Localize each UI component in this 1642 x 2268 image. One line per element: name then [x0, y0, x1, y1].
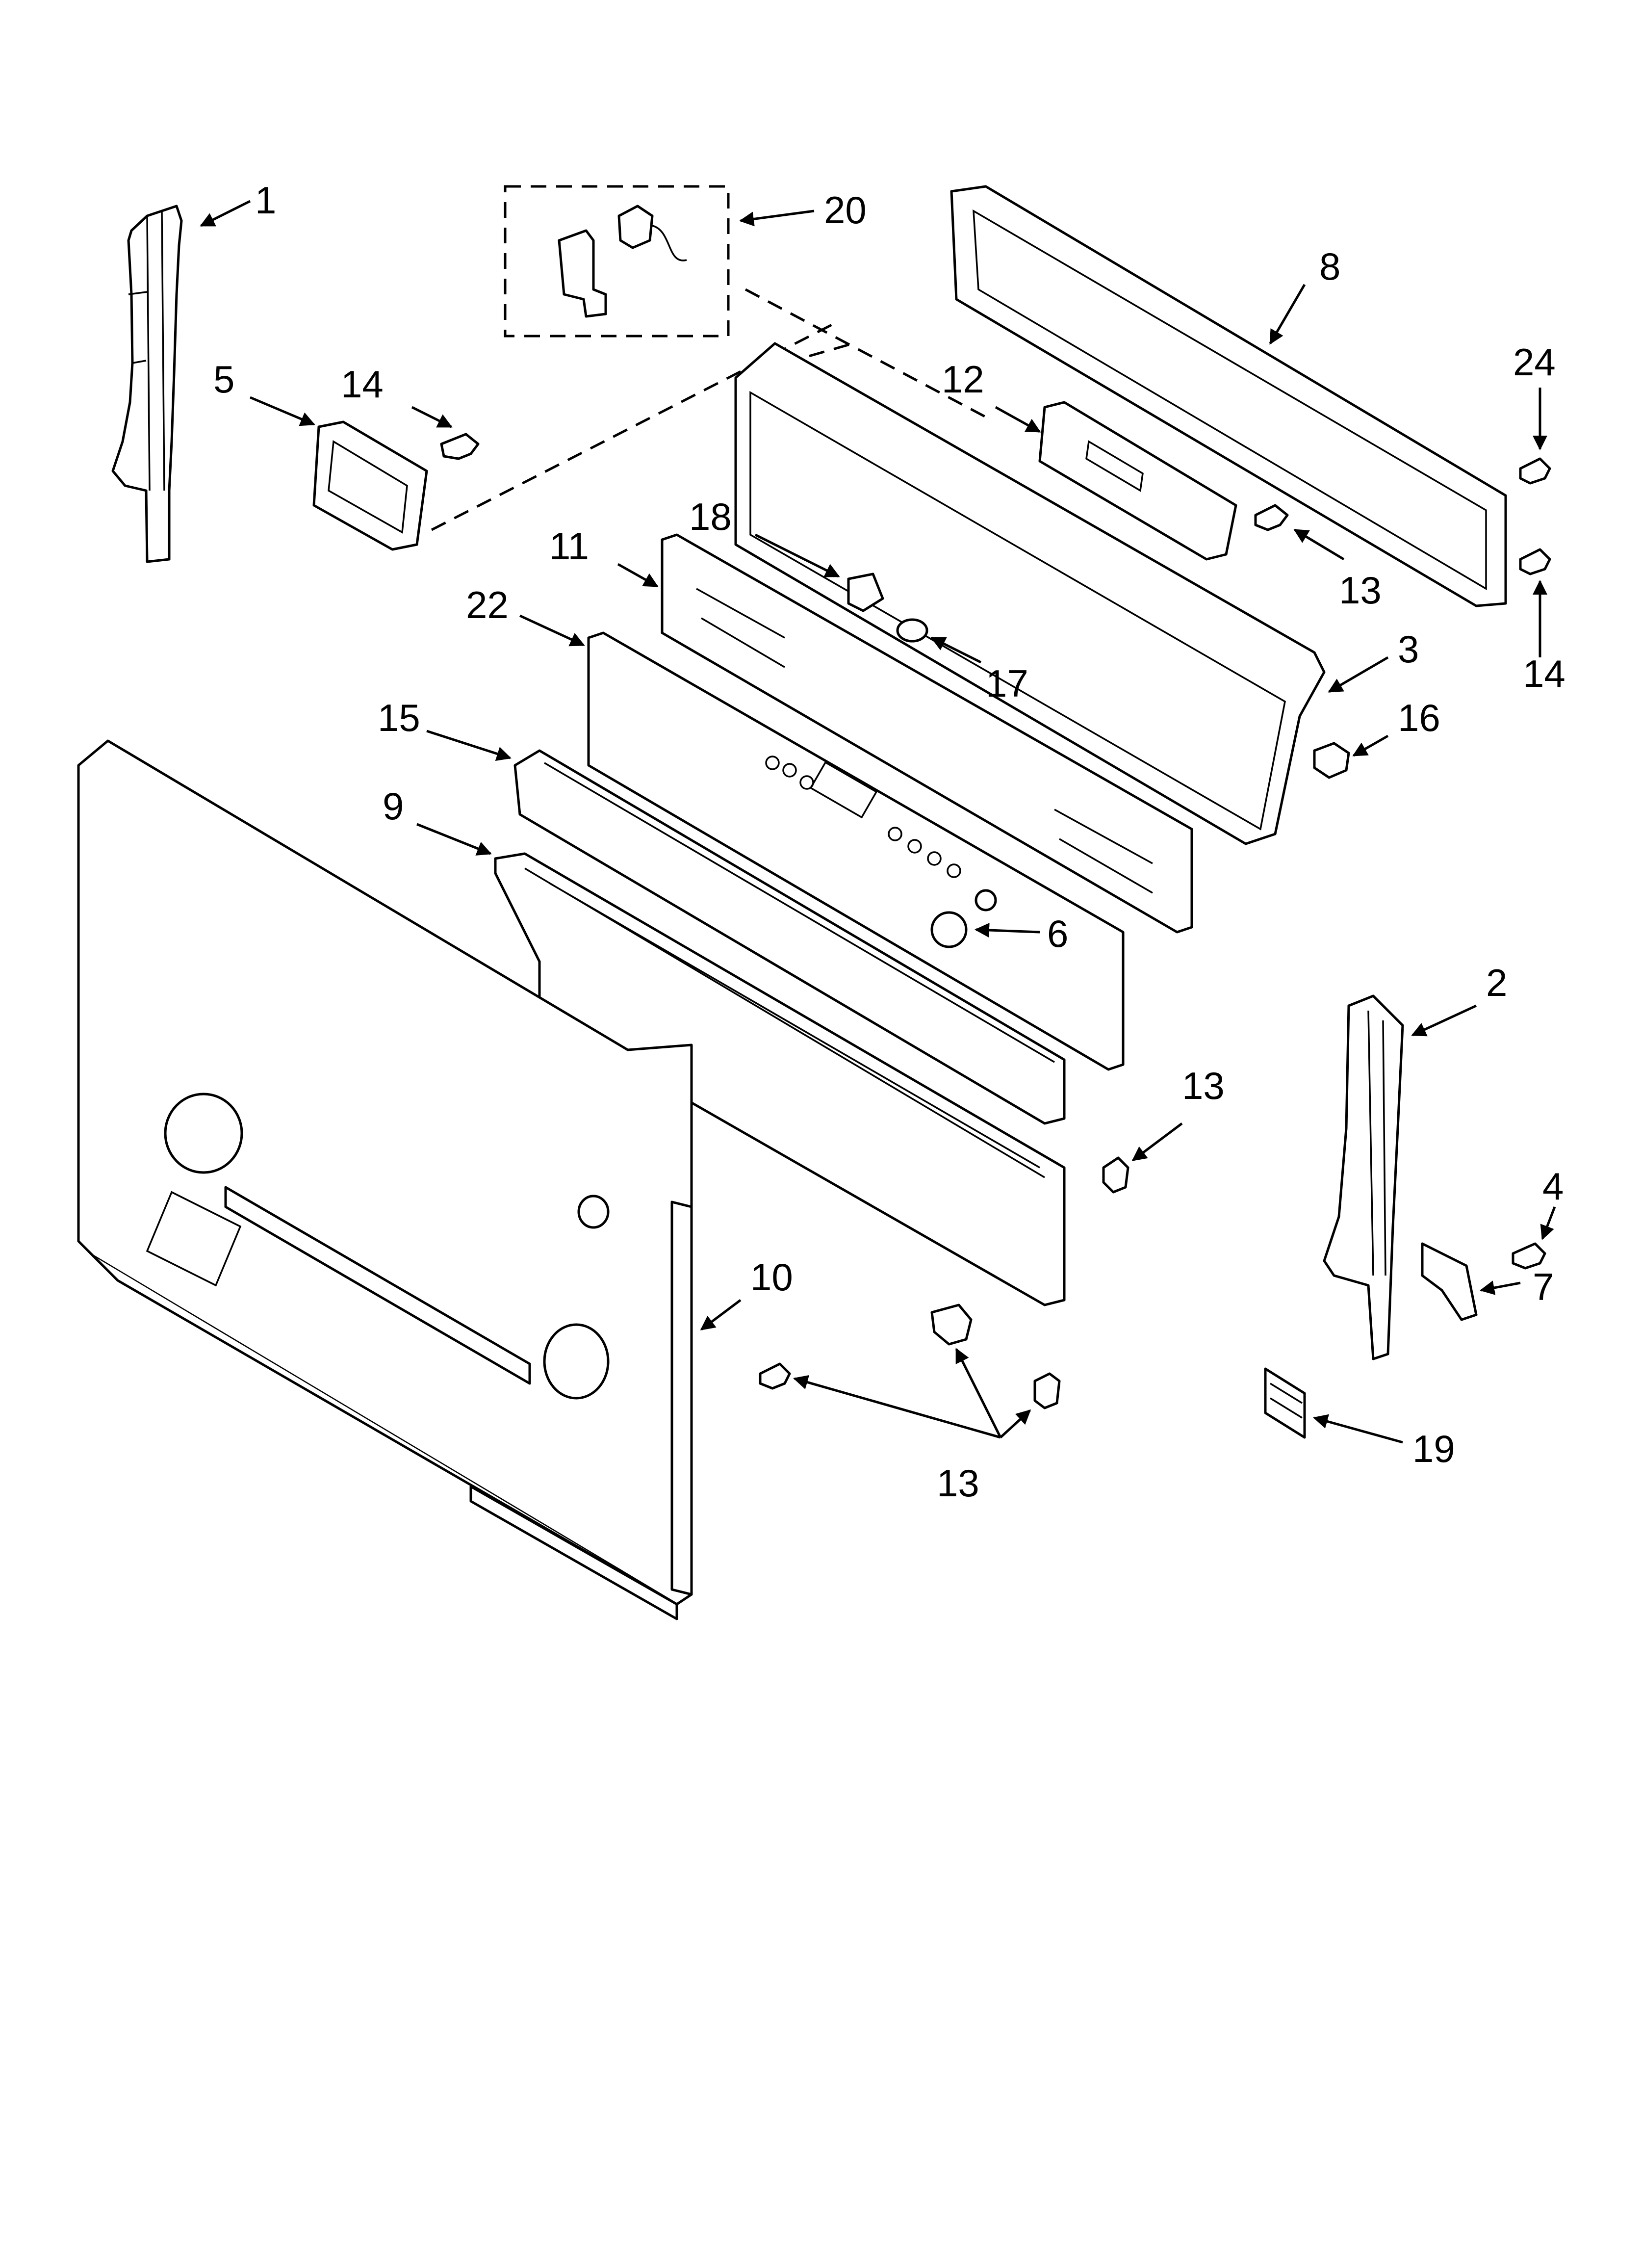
callout-13-bottom: 13 — [937, 1461, 979, 1505]
part-17-button — [896, 618, 928, 643]
callout-3: 3 — [1398, 627, 1419, 671]
part-6-knob — [930, 889, 997, 948]
part-24-screw — [1519, 457, 1551, 485]
callout-18: 18 — [689, 495, 732, 538]
part-15-brace — [513, 749, 1066, 1125]
callout-12: 12 — [942, 358, 984, 401]
part-18-switch — [847, 573, 884, 612]
part-22-console-overlay — [587, 631, 1125, 1071]
part-11-mounting-plate — [661, 533, 1193, 934]
callout-20: 20 — [824, 188, 867, 232]
part-14-screw-top — [440, 433, 480, 460]
callout-14-top: 14 — [341, 363, 384, 406]
callout-17: 17 — [986, 662, 1028, 705]
part-13-screw-mid — [1102, 1156, 1129, 1194]
part-2-right-side-bracket — [1323, 994, 1404, 1360]
callout-2: 2 — [1486, 961, 1507, 1004]
callout-22: 22 — [466, 583, 509, 626]
part-13-screw-lower-left — [759, 1362, 791, 1390]
part-7-clip — [1421, 1242, 1478, 1321]
callout-15: 15 — [378, 696, 420, 739]
callout-24: 24 — [1513, 340, 1556, 384]
callout-9: 9 — [383, 784, 404, 828]
part-14-screw-right — [1519, 548, 1551, 575]
part-3-control-panel-frame — [734, 342, 1326, 845]
part-9-lower-brace — [494, 852, 1066, 1306]
part-19-bracket — [1264, 1367, 1306, 1439]
callout-10: 10 — [750, 1255, 793, 1299]
callout-5: 5 — [213, 358, 234, 401]
callout-1: 1 — [255, 179, 276, 222]
part-13-screw-top — [1254, 504, 1289, 531]
part-5-control-module — [312, 420, 428, 551]
callout-11: 11 — [549, 524, 589, 568]
part-16-nut — [1313, 742, 1350, 779]
part-8-rear-panel — [950, 185, 1507, 607]
part-4-screw — [1512, 1242, 1546, 1270]
callout-7: 7 — [1533, 1265, 1554, 1308]
part-1-left-side-bracket — [111, 205, 183, 563]
callout-6: 6 — [1047, 912, 1068, 955]
leader-lines — [200, 200, 1556, 1444]
part-13-screw-lower-right — [1033, 1372, 1061, 1409]
part-10-back-panel — [77, 739, 693, 1620]
callout-14-right: 14 — [1523, 652, 1565, 695]
callout-19: 19 — [1412, 1427, 1455, 1470]
callout-13-top: 13 — [1339, 569, 1382, 612]
callout-labels: 1 20 8 5 14 12 24 18 11 13 22 17 14 3 15… — [213, 179, 1565, 1505]
callout-4: 4 — [1542, 1165, 1564, 1208]
callout-8: 8 — [1319, 245, 1340, 288]
part-13-screw-lower-center — [930, 1303, 973, 1346]
part-20-kit — [504, 185, 730, 338]
part-12-control-board — [1038, 401, 1237, 561]
callout-16: 16 — [1398, 696, 1440, 739]
callout-13-mid: 13 — [1182, 1064, 1225, 1107]
